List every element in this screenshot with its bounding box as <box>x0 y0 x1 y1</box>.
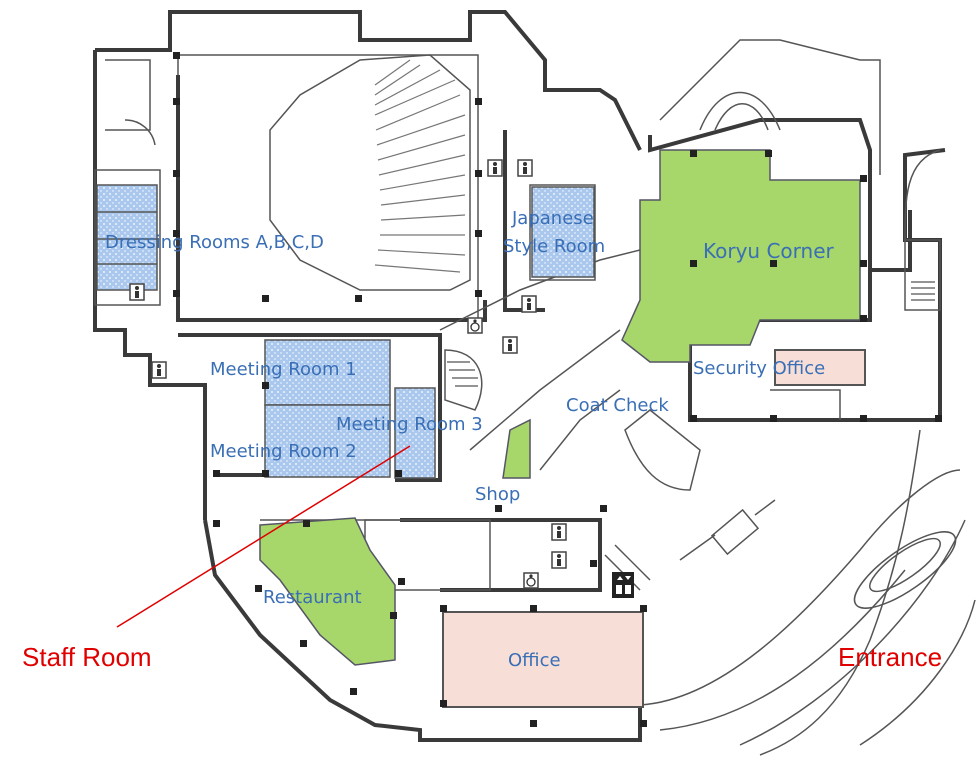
meeting-room-3-label: Meeting Room 3 <box>336 414 483 435</box>
security-office-area <box>774 349 866 386</box>
restroom-icon <box>487 159 503 177</box>
meeting-room-1-label: Meeting Room 1 <box>210 359 357 380</box>
restaurant-label: Restaurant <box>263 587 362 608</box>
staff-room-pointer-line <box>116 445 411 628</box>
entrance-callout: Entrance <box>838 642 942 672</box>
japanese-style-room-area <box>531 186 595 278</box>
meeting-room-1-area <box>264 339 391 406</box>
restroom-icon <box>521 295 537 313</box>
koryu-corner-label: Koryu Corner <box>703 239 835 263</box>
structural-columns <box>173 52 942 727</box>
meeting-room-3-area <box>394 387 436 479</box>
restroom-icon <box>551 523 567 541</box>
elevator-icon <box>612 572 634 598</box>
security-office-label: Security Office <box>693 358 825 379</box>
office-label: Office <box>508 650 561 671</box>
restroom-icon <box>151 361 167 379</box>
wheelchair-icon <box>523 572 539 589</box>
restroom-icon <box>129 283 145 301</box>
dressing-rooms-area <box>96 184 158 291</box>
japanese-room-label-line1: Japanese <box>511 208 594 229</box>
japanese-room-label-line2: Style Room <box>503 236 605 257</box>
restroom-icon <box>517 159 533 177</box>
koryu-corner-area <box>621 149 861 363</box>
meeting-rooms <box>96 184 595 479</box>
coat-check-label: Coat Check <box>566 395 669 416</box>
public-areas <box>259 149 861 666</box>
meeting-room-2-area <box>264 404 391 478</box>
staff-room-callout: Staff Room <box>22 642 152 672</box>
restaurant-area <box>259 517 396 666</box>
dressing-rooms-label: Dressing Rooms A,B,C,D <box>105 232 324 253</box>
office-area <box>442 611 644 708</box>
meeting-room-2-label: Meeting Room 2 <box>210 441 357 462</box>
stairs-icon <box>447 281 935 387</box>
shop-area <box>502 418 531 479</box>
restroom-icon <box>551 551 567 569</box>
restroom-icon <box>502 336 518 354</box>
wheelchair-icon <box>467 317 483 334</box>
shop-label: Shop <box>475 484 520 505</box>
theatre-seating <box>374 59 466 273</box>
